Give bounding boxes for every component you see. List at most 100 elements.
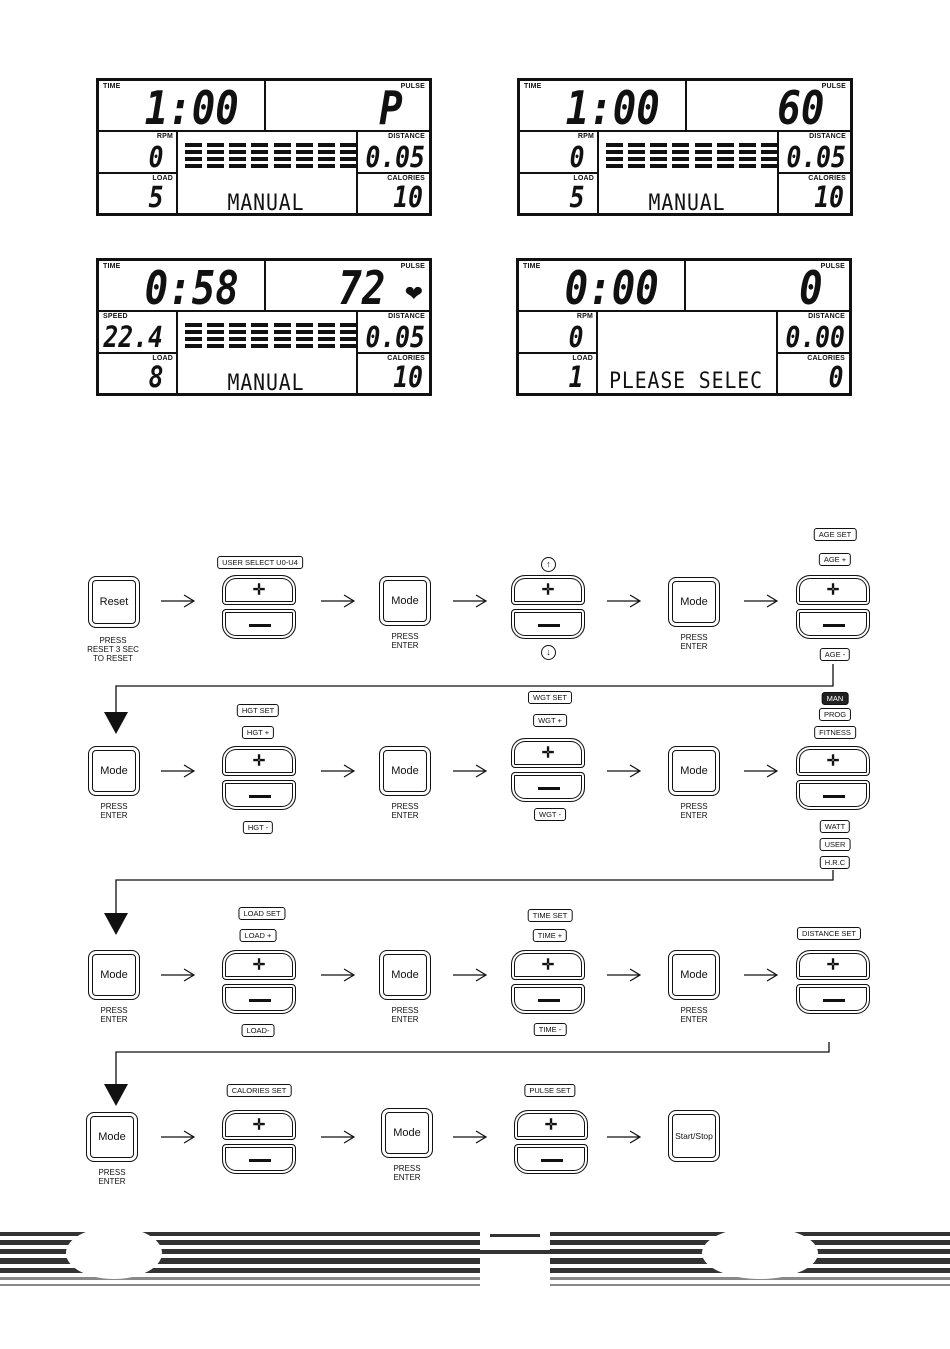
mode-button-10-caption: PRESS ENTER xyxy=(393,1164,421,1182)
down-button[interactable] xyxy=(796,984,870,1014)
pulse-set-tag: PULSE SET xyxy=(524,1084,576,1097)
program-message: MANUAL xyxy=(227,371,305,396)
load-value: 8 xyxy=(148,360,163,394)
minus-icon xyxy=(823,795,845,798)
flow-arrow xyxy=(453,764,488,778)
plus-icon: ✛ xyxy=(541,581,555,599)
up-button[interactable]: ✛ xyxy=(222,950,296,980)
distance-label: DISTANCE xyxy=(808,313,845,320)
user-select-rocker: ✛ xyxy=(222,575,296,641)
down-button[interactable] xyxy=(796,780,870,810)
mode-button-8[interactable]: Mode xyxy=(668,950,720,1000)
minus-icon xyxy=(249,624,271,627)
up-button[interactable]: ✛ xyxy=(222,575,296,605)
mode-button-4-caption: PRESS ENTER xyxy=(391,802,419,820)
up-button[interactable]: ✛ xyxy=(796,746,870,776)
up-button[interactable]: ✛ xyxy=(511,575,585,605)
calories-rocker: ✛ xyxy=(222,1110,296,1176)
reset-button[interactable]: Reset xyxy=(88,576,140,628)
calories-value: 10 xyxy=(393,360,423,394)
left-top-value: 0 xyxy=(569,140,584,174)
distance-label: DISTANCE xyxy=(388,313,425,320)
flow-arrow xyxy=(321,764,356,778)
up-button[interactable]: ✛ xyxy=(796,575,870,605)
down-button[interactable] xyxy=(222,780,296,810)
mode-button-5[interactable]: Mode xyxy=(668,746,720,796)
distance-value: 0.05 xyxy=(365,320,425,354)
calories-label: CALORIES xyxy=(387,175,425,182)
mode-button-6[interactable]: Mode xyxy=(88,950,140,1000)
time-plus-tag: TIME + xyxy=(532,929,568,942)
mode-button-1[interactable]: Mode xyxy=(379,576,431,626)
flow-arrow xyxy=(321,594,356,608)
calories-label: CALORIES xyxy=(808,175,846,182)
start-stop-button[interactable]: Start/Stop xyxy=(668,1110,720,1162)
down-button[interactable] xyxy=(511,984,585,1014)
up-button[interactable]: ✛ xyxy=(222,746,296,776)
wgt-minus-tag: WGT - xyxy=(534,808,566,821)
mode-button-1-caption: PRESS ENTER xyxy=(391,632,419,650)
distance-value: 0.05 xyxy=(365,140,425,174)
footer-stripes xyxy=(0,1227,950,1344)
up-button[interactable]: ✛ xyxy=(514,1110,588,1140)
mode-button-3[interactable]: Mode xyxy=(88,746,140,796)
minus-icon xyxy=(538,999,560,1002)
mode-button-7[interactable]: Mode xyxy=(379,950,431,1000)
pulse-label: PULSE xyxy=(400,83,425,90)
mode-button-9-caption: PRESS ENTER xyxy=(98,1168,126,1186)
program-segment: MANUAL xyxy=(176,310,358,396)
down-button[interactable] xyxy=(222,1144,296,1174)
down-button[interactable] xyxy=(796,609,870,639)
down-button[interactable] xyxy=(222,609,296,639)
program-bar-graph xyxy=(185,143,357,171)
minus-icon xyxy=(249,999,271,1002)
distance-label: DISTANCE xyxy=(809,133,846,140)
up-button[interactable]: ✛ xyxy=(796,950,870,980)
flow-arrow xyxy=(607,764,642,778)
mode-button-2[interactable]: Mode xyxy=(668,577,720,627)
flow-arrow xyxy=(607,968,642,982)
load-plus-tag: LOAD + xyxy=(239,929,277,942)
down-button[interactable] xyxy=(511,609,585,639)
mode-button-9[interactable]: Mode xyxy=(86,1112,138,1162)
plus-icon: ✛ xyxy=(252,956,266,974)
up-button[interactable]: ✛ xyxy=(511,950,585,980)
down-button[interactable] xyxy=(511,772,585,802)
up-button[interactable]: ✛ xyxy=(222,1110,296,1140)
time-value: 1:00 xyxy=(144,81,239,135)
minus-icon xyxy=(538,624,560,627)
time-rocker: ✛ xyxy=(511,950,585,1016)
minus-icon xyxy=(538,787,560,790)
flow-arrow xyxy=(453,1130,488,1144)
left-top-value: 22.4 xyxy=(103,320,163,354)
time-value: 0:58 xyxy=(144,261,239,315)
distance-label: DISTANCE xyxy=(388,133,425,140)
flow-arrow xyxy=(744,968,779,982)
flow-arrow xyxy=(161,764,196,778)
mode-button-10[interactable]: Mode xyxy=(381,1108,433,1158)
left-top-label: RPM xyxy=(577,133,594,140)
calories-value: 0 xyxy=(828,360,843,394)
distance-value: 0.00 xyxy=(785,320,845,354)
reset-caption: PRESS RESET 3 SEC TO RESET xyxy=(87,636,139,663)
minus-icon xyxy=(249,795,271,798)
down-button[interactable] xyxy=(222,984,296,1014)
mode-button-4[interactable]: Mode xyxy=(379,746,431,796)
down-button[interactable] xyxy=(514,1144,588,1174)
load-label: LOAD xyxy=(572,355,593,362)
up-button[interactable]: ✛ xyxy=(511,738,585,768)
wgt-plus-tag: WGT + xyxy=(533,714,567,727)
pulse-rocker: ✛ xyxy=(514,1110,588,1176)
man-tag: MAN xyxy=(821,692,849,705)
hrc-tag: H.R.C xyxy=(819,856,851,869)
